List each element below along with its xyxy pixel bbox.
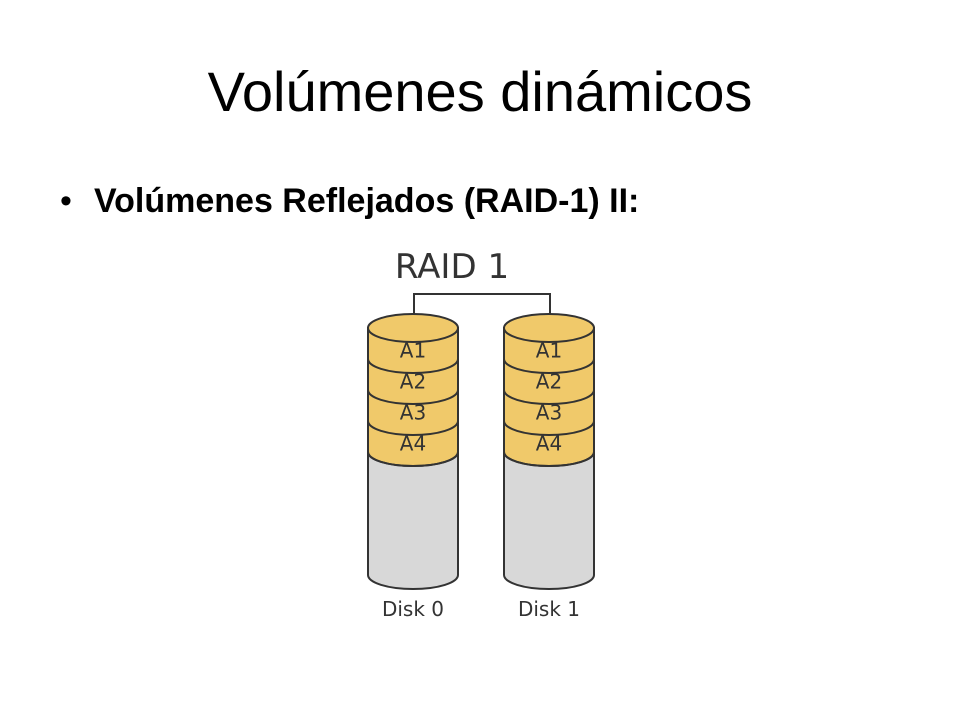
block-label: A3 <box>400 401 426 425</box>
block-label: A4 <box>400 432 426 456</box>
block-separator <box>367 389 459 405</box>
block-label: A2 <box>400 370 426 394</box>
block-label: A4 <box>536 432 562 456</box>
disk-top-cap <box>503 313 595 343</box>
block-separator <box>367 358 459 374</box>
block-separator <box>367 420 459 436</box>
block-separator <box>503 389 595 405</box>
disk-empty-space <box>367 451 459 590</box>
block-label: A2 <box>536 370 562 394</box>
block-label: A1 <box>536 339 562 363</box>
raid-connector <box>413 293 551 314</box>
block-separator <box>503 420 595 436</box>
block-label: A1 <box>400 339 426 363</box>
block-separator <box>367 451 459 467</box>
disk-label: Disk 0 <box>382 597 444 621</box>
disk-label: Disk 1 <box>518 597 580 621</box>
bullet-item: • Volúmenes Reflejados (RAID-1) II: <box>60 175 639 227</box>
bullet-dot: • <box>60 181 72 220</box>
disk-empty-space <box>503 451 595 590</box>
raid-title: RAID 1 <box>395 247 509 287</box>
block-separator <box>503 451 595 467</box>
block-separator <box>503 358 595 374</box>
block-label: A3 <box>536 401 562 425</box>
bullet-text: Volúmenes Reflejados (RAID-1) II: <box>94 181 640 220</box>
slide-title: Volúmenes dinámicos <box>207 60 753 123</box>
disk-top-cap <box>367 313 459 343</box>
